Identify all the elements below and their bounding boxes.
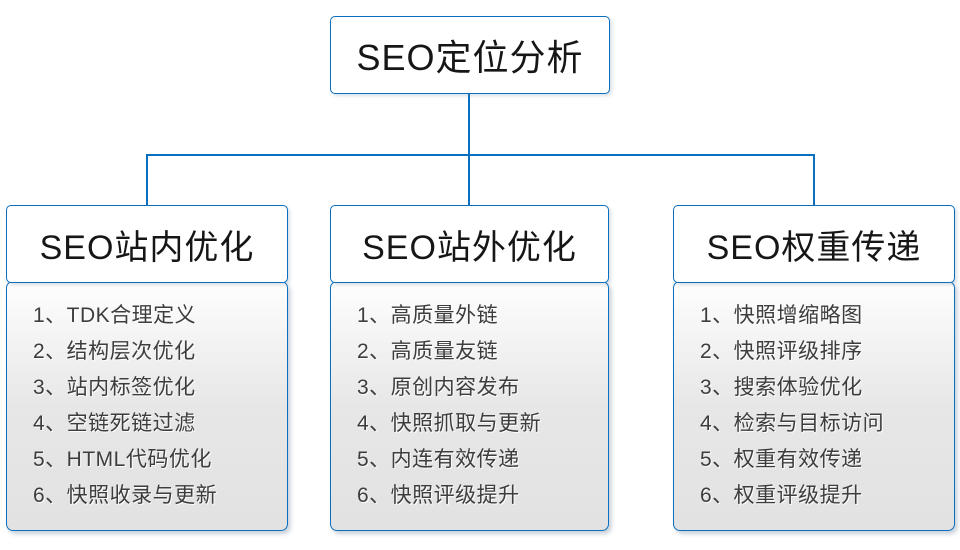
list-item: 2、快照评级排序 xyxy=(700,340,863,363)
list-item: 4、检索与目标访问 xyxy=(700,412,885,435)
list-item: 1、高质量外链 xyxy=(357,304,499,327)
list-item: 2、高质量友链 xyxy=(357,340,499,363)
list-item: 3、原创内容发布 xyxy=(357,376,520,399)
list-item: 5、内连有效传递 xyxy=(357,448,520,471)
root-node-label: SEO定位分析 xyxy=(356,37,584,78)
branch-header: SEO权重传递 xyxy=(673,205,955,283)
branch-title: SEO站内优化 xyxy=(39,228,255,267)
branch-header: SEO站外优化 xyxy=(330,205,609,283)
list-item: 5、权重有效传递 xyxy=(700,448,863,471)
connector-drop-left xyxy=(146,154,148,206)
list-item: 6、快照评级提升 xyxy=(357,484,520,507)
list-item: 4、空链死链过滤 xyxy=(33,412,196,435)
branch-onsite-optimization: SEO站内优化 1、TDK合理定义 2、结构层次优化 3、站内标签优化 4、空链… xyxy=(6,205,288,531)
list-item: 2、结构层次优化 xyxy=(33,340,196,363)
branch-weight-transfer: SEO权重传递 1、快照增缩略图 2、快照评级排序 3、搜索体验优化 4、检索与… xyxy=(673,205,955,531)
list-item: 6、快照收录与更新 xyxy=(33,484,218,507)
list-item: 3、搜索体验优化 xyxy=(700,376,863,399)
list-item: 5、HTML代码优化 xyxy=(33,448,212,471)
list-item: 1、TDK合理定义 xyxy=(33,304,197,327)
connector-drop-right xyxy=(813,154,815,206)
branch-title: SEO站外优化 xyxy=(362,228,577,267)
list-item: 1、快照增缩略图 xyxy=(700,304,863,327)
branch-item-list: 1、TDK合理定义 2、结构层次优化 3、站内标签优化 4、空链死链过滤 5、H… xyxy=(6,281,288,531)
list-item: 4、快照抓取与更新 xyxy=(357,412,542,435)
branch-header: SEO站内优化 xyxy=(6,205,288,283)
root-node: SEO定位分析 xyxy=(330,16,610,94)
list-item: 6、权重评级提升 xyxy=(700,484,863,507)
connector-horizontal-rail xyxy=(146,154,815,156)
branch-item-list: 1、快照增缩略图 2、快照评级排序 3、搜索体验优化 4、检索与目标访问 5、权… xyxy=(673,281,955,531)
branch-item-list: 1、高质量外链 2、高质量友链 3、原创内容发布 4、快照抓取与更新 5、内连有… xyxy=(330,281,609,531)
list-item: 3、站内标签优化 xyxy=(33,376,196,399)
branch-title: SEO权重传递 xyxy=(706,228,922,267)
branch-offsite-optimization: SEO站外优化 1、高质量外链 2、高质量友链 3、原创内容发布 4、快照抓取与… xyxy=(330,205,609,531)
connector-trunk-line xyxy=(468,94,470,155)
connector-drop-middle xyxy=(468,154,470,206)
